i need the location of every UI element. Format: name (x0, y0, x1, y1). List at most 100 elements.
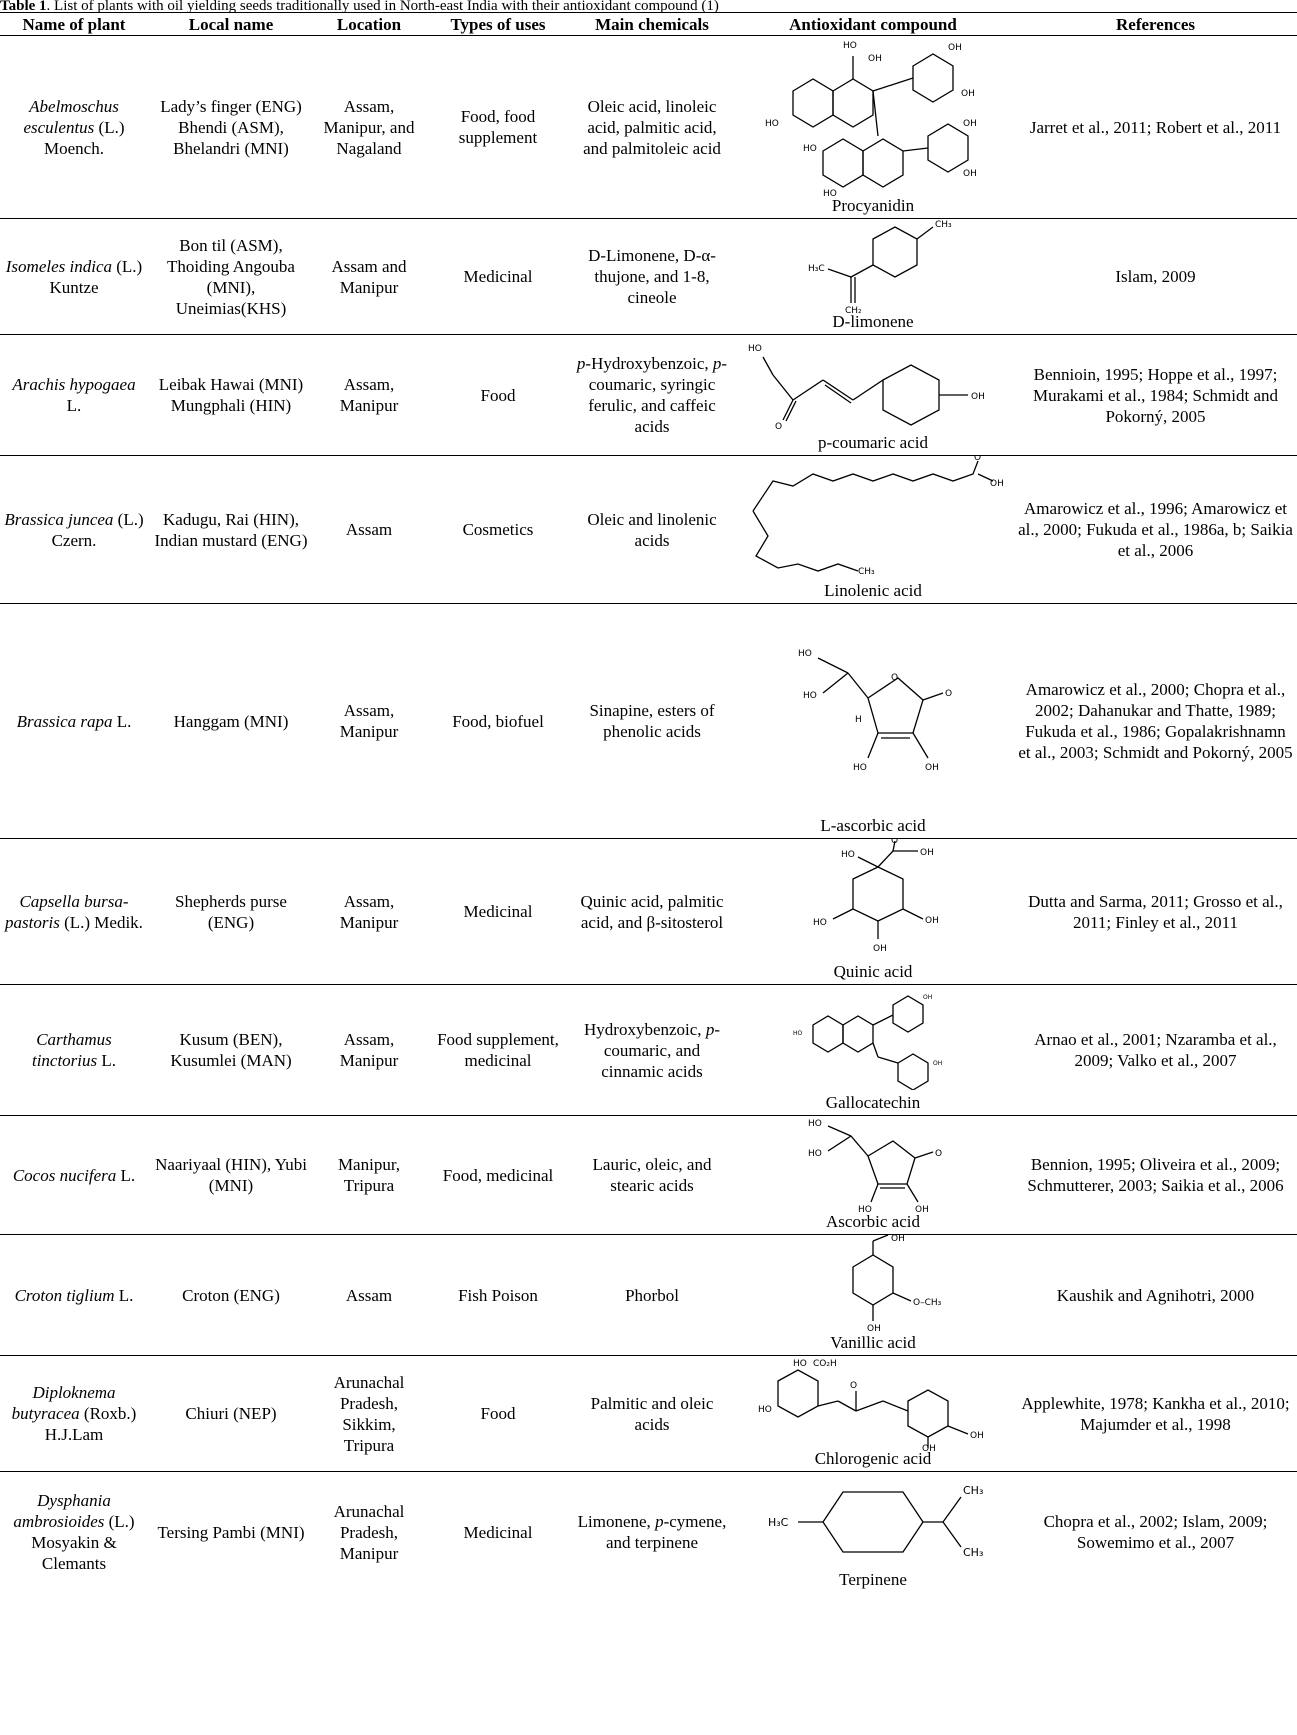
chemicals-cell: Quinic acid, palmitic acid, and β-sitost… (572, 838, 732, 985)
plant-species: Brassica juncea (4, 509, 114, 529)
svg-text:CH₃: CH₃ (935, 220, 952, 230)
svg-text:HO: HO (858, 1205, 872, 1215)
chemicals-cell: Limonene, p-cymene, and terpinene (572, 1472, 732, 1593)
uses-cell: Food (424, 334, 572, 456)
references-cell: Jarret et al., 2011; Robert et al., 2011 (1014, 35, 1297, 219)
chem-italic-p: p (705, 1019, 715, 1039)
compound-name: Quinic acid (833, 962, 913, 981)
plant-species: Arachis hypogaea (12, 375, 136, 394)
svg-text:H₃C: H₃C (768, 1516, 789, 1529)
plant-authority: L. (120, 1165, 136, 1185)
svg-text:O: O (945, 689, 952, 699)
local-name-cell: Kusum (BEN), Kusumlei (MAN) (148, 984, 314, 1116)
caption-text: . List of plants with oil yielding seeds… (46, 0, 719, 12)
references-cell: Kaushik and Agnihotri, 2000 (1014, 1234, 1297, 1356)
uses-cell: Medicinal (424, 838, 572, 985)
references-cell: Bennioin, 1995; Hoppe et al., 1997; Mura… (1014, 334, 1297, 456)
svg-text:OH: OH (925, 916, 939, 926)
references-cell: Amarowicz et al., 2000; Chopra et al., 2… (1014, 603, 1297, 839)
chemicals-cell: Hydroxybenzoic, p-coumaric, and cinnamic… (572, 984, 732, 1116)
svg-text:OH: OH (868, 54, 882, 64)
uses-cell: Cosmetics (424, 455, 572, 604)
uses-cell: Food, food supplement (424, 35, 572, 219)
svg-text:HO: HO (843, 41, 857, 51)
plant-name-cell: Croton tiglium L. (0, 1234, 148, 1356)
svg-text:OH: OH (970, 1431, 984, 1441)
plant-authority: (Roxb.) H.J.Lam (44, 1404, 137, 1444)
table-row: Brassica juncea (L.) Czern. Kadugu, Rai … (0, 455, 1297, 604)
svg-text:HO: HO (793, 1359, 807, 1369)
svg-text:HO: HO (841, 850, 855, 860)
plant-species: Isomeles indica (5, 256, 112, 276)
compound-name: Vanillic acid (830, 1333, 916, 1352)
svg-text:O: O (891, 839, 898, 846)
local-name-cell: Kadugu, Rai (HIN), Indian mustard (ENG) (148, 455, 314, 604)
svg-text:HO: HO (808, 1119, 822, 1129)
plant-species: Cocos nucifera (12, 1165, 117, 1185)
svg-text:CH₃: CH₃ (963, 1484, 983, 1497)
table-row: Carthamus tinctorius L. Kusum (BEN), Kus… (0, 984, 1297, 1116)
table-row: Abelmoschus esculentus (L.) Moench. Lady… (0, 35, 1297, 219)
references-cell: Bennion, 1995; Oliveira et al., 2009; Sc… (1014, 1115, 1297, 1235)
uses-cell: Food (424, 1355, 572, 1472)
header-types-of-uses: Types of uses (424, 12, 572, 36)
compound-name: D-limonene (832, 312, 914, 331)
plant-authority: (L.) Medik. (64, 912, 143, 932)
location-cell: Assam (314, 1234, 424, 1356)
chemicals-cell: Oleic and linolenic acids (572, 455, 732, 604)
local-name-cell: Shepherds purse (ENG) (148, 838, 314, 985)
chem-text: Limonene, (577, 1512, 656, 1531)
location-cell: Assam, Manipur (314, 984, 424, 1116)
plant-species: Dysphania ambrosioides (13, 1491, 111, 1531)
svg-text:HO: HO (808, 1149, 822, 1159)
references-cell: Chopra et al., 2002; Islam, 2009; Sowemi… (1043, 1512, 1268, 1552)
svg-text:O: O (850, 1381, 857, 1391)
plant-authority: L. (101, 1051, 117, 1070)
uses-cell: Food supplement, medicinal (424, 984, 572, 1116)
uses-cell: Medicinal (424, 218, 572, 335)
plant-name-cell: Carthamus tinctorius L. (0, 984, 148, 1116)
plant-authority: (L.) Mosyakin & Clemants (31, 1512, 135, 1573)
svg-text:OH: OH (923, 994, 932, 1001)
table-row: Croton tiglium L. Croton (ENG) Assam Fis… (0, 1234, 1297, 1356)
local-name-cell: Tersing Pambi (MNI) (157, 1522, 305, 1542)
svg-text:OH: OH (891, 1235, 905, 1244)
header-main-chemicals: Main chemicals (572, 12, 732, 36)
svg-text:O: O (935, 1149, 942, 1159)
local-name-cell: Hanggam (MNI) (148, 603, 314, 839)
plant-name-cell: Brassica juncea (L.) Czern. (0, 455, 148, 604)
plant-species: Abelmoschus esculentus (23, 96, 119, 137)
references-cell: Arnao et al., 2001; Nzaramba et al., 200… (1014, 984, 1297, 1116)
plant-authority: (L.) Kuntze (49, 256, 143, 297)
plant-authority: L. (66, 396, 82, 415)
svg-text:HO: HO (793, 1030, 803, 1037)
chem-text: -coumaric, syringic ferulic, and caffeic… (588, 354, 728, 436)
chem-italic-p: p (712, 354, 722, 373)
chem-text: -coumaric, and cinnamic acids (601, 1019, 720, 1081)
uses-cell: Fish Poison (424, 1234, 572, 1356)
compound-name: p-coumaric acid (818, 433, 928, 452)
plant-name-cell: Abelmoschus esculentus (L.) Moench. (0, 35, 148, 219)
svg-text:HO: HO (803, 691, 817, 701)
plant-authority: (L.) Czern. (51, 509, 144, 550)
svg-text:O: O (974, 456, 981, 463)
compound-name: Terpinene (839, 1570, 907, 1589)
table-row: Brassica rapa L. Hanggam (MNI) Assam, Ma… (0, 603, 1297, 839)
chemicals-cell: p-Hydroxybenzoic, p-coumaric, syringic f… (572, 334, 732, 456)
uses-cell: Medicinal (463, 1522, 533, 1542)
svg-text:OH: OH (920, 848, 934, 858)
svg-text:HO: HO (803, 144, 817, 154)
chemicals-cell: Sinapine, esters of phenolic acids (572, 603, 732, 839)
plant-species: Croton tiglium (14, 1285, 115, 1305)
svg-text:O–CH₃: O–CH₃ (913, 1298, 942, 1308)
chemicals-cell: Oleic acid, linoleic acid, palmitic acid… (572, 35, 732, 219)
caption-label: Table 1 (0, 0, 47, 12)
plant-species: Carthamus tinctorius (31, 1030, 112, 1070)
